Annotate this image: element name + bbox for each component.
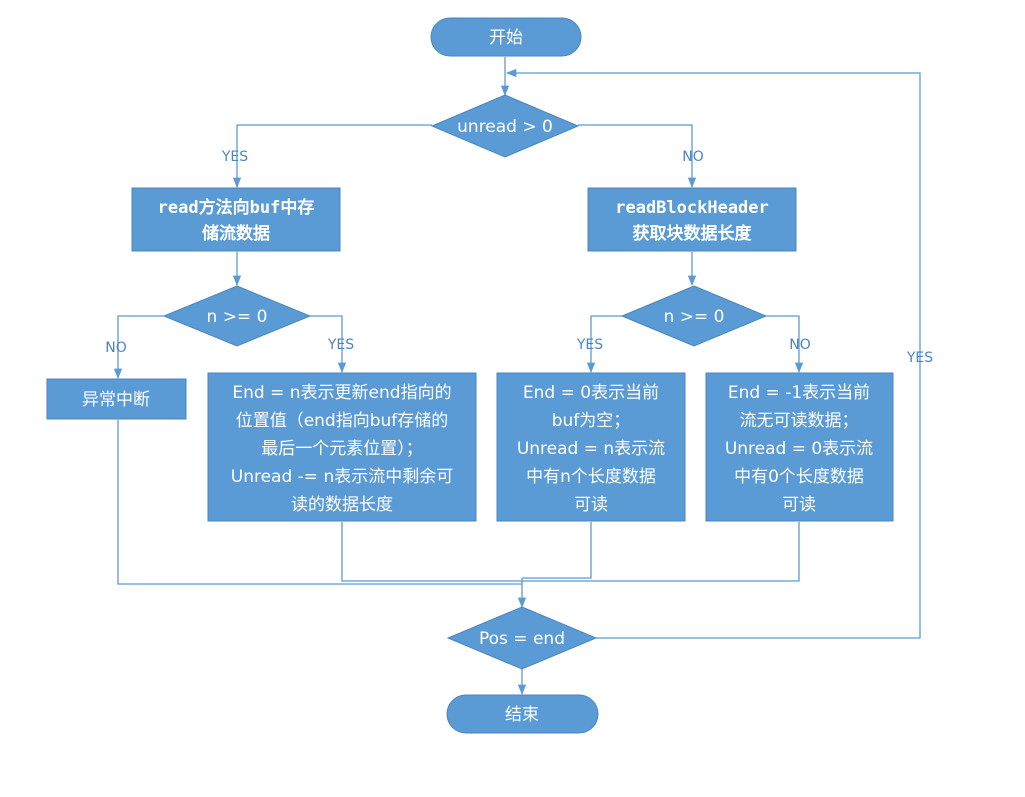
- label-loop-yes: YES: [906, 350, 933, 366]
- header-process-line-2: 获取块数据长度: [633, 223, 753, 244]
- read-process-line-2: 储流数据: [202, 223, 270, 244]
- edge-zerobox-merge: [522, 522, 592, 579]
- neg-process-line-5: 可读: [782, 495, 816, 515]
- right-n-decision: n >= 0: [620, 285, 768, 347]
- unread-decision: unread > 0: [430, 94, 580, 158]
- left-n-decision: n >= 0: [162, 285, 312, 347]
- label-right-no: NO: [789, 337, 811, 353]
- n-process-line-5: 读的数据长度: [291, 495, 393, 515]
- abort-process-label: 异常中断: [82, 390, 150, 410]
- n-process-line-2: 位置值（end指向buf存储的: [236, 411, 449, 431]
- zero-process-line-2: buf为空；: [552, 411, 631, 431]
- zero-process: End = 0表示当前 buf为空； Unread = n表示流 中有n个长度数…: [496, 372, 686, 522]
- edge-right-no: [766, 315, 804, 374]
- edge-labels: YES NO NO YES YES NO YES: [105, 149, 933, 366]
- n-process: End = n表示更新end指向的 位置值（end指向buf存储的 最后一个元素…: [207, 372, 477, 522]
- abort-process: 异常中断: [46, 378, 187, 420]
- right-n-decision-label: n >= 0: [664, 307, 725, 327]
- n-process-line-1: End = n表示更新end指向的: [232, 383, 451, 403]
- neg-process-line-1: End = -1表示当前: [728, 383, 870, 403]
- zero-process-line-5: 可读: [574, 495, 608, 515]
- label-unread-no: NO: [682, 149, 704, 165]
- edge-left-no: [113, 315, 164, 380]
- edge-right-yes: [586, 315, 622, 374]
- neg-process-line-3: Unread = 0表示流: [725, 439, 873, 459]
- end-terminal: 结束: [446, 694, 599, 734]
- start-label: 开始: [489, 28, 523, 48]
- header-process: readBlockHeader 获取块数据长度: [587, 187, 797, 252]
- header-process-line-1: readBlockHeader: [615, 198, 769, 218]
- neg-process: End = -1表示当前 流无可读数据； Unread = 0表示流 中有0个长…: [705, 372, 894, 522]
- edge-unread-no: [578, 124, 697, 189]
- read-process: read方法向buf中存 储流数据: [131, 187, 341, 252]
- zero-process-line-1: End = 0表示当前: [523, 383, 659, 403]
- edge-unread-yes: [232, 124, 432, 189]
- edge-loop-yes: [505, 68, 921, 639]
- label-unread-yes: YES: [221, 149, 248, 165]
- zero-process-line-4: 中有n个长度数据: [526, 467, 656, 487]
- edge-nbox-merge: [341, 522, 522, 582]
- neg-process-line-4: 中有0个长度数据: [734, 467, 864, 487]
- edge-left-yes: [310, 315, 347, 374]
- pos-decision: Pos = end: [446, 606, 598, 670]
- start-terminal: 开始: [430, 17, 582, 57]
- label-left-no: NO: [105, 340, 127, 356]
- label-left-yes: YES: [327, 337, 354, 353]
- read-process-line-1: read方法向buf中存: [158, 197, 315, 218]
- connectors: [113, 57, 921, 696]
- zero-process-line-3: Unread = n表示流: [517, 439, 665, 459]
- neg-process-line-2: 流无可读数据；: [740, 411, 859, 431]
- end-label: 结束: [505, 705, 539, 725]
- n-process-line-3: 最后一个元素位置）；: [261, 439, 423, 459]
- unread-decision-label: unread > 0: [457, 117, 553, 137]
- label-right-yes: YES: [576, 337, 603, 353]
- pos-decision-label: Pos = end: [479, 629, 565, 649]
- edge-abort-merge: [117, 420, 522, 585]
- edge-negbox-merge: [522, 522, 800, 582]
- left-n-decision-label: n >= 0: [207, 307, 268, 327]
- n-process-line-4: Unread -= n表示流中剩余可: [231, 467, 453, 487]
